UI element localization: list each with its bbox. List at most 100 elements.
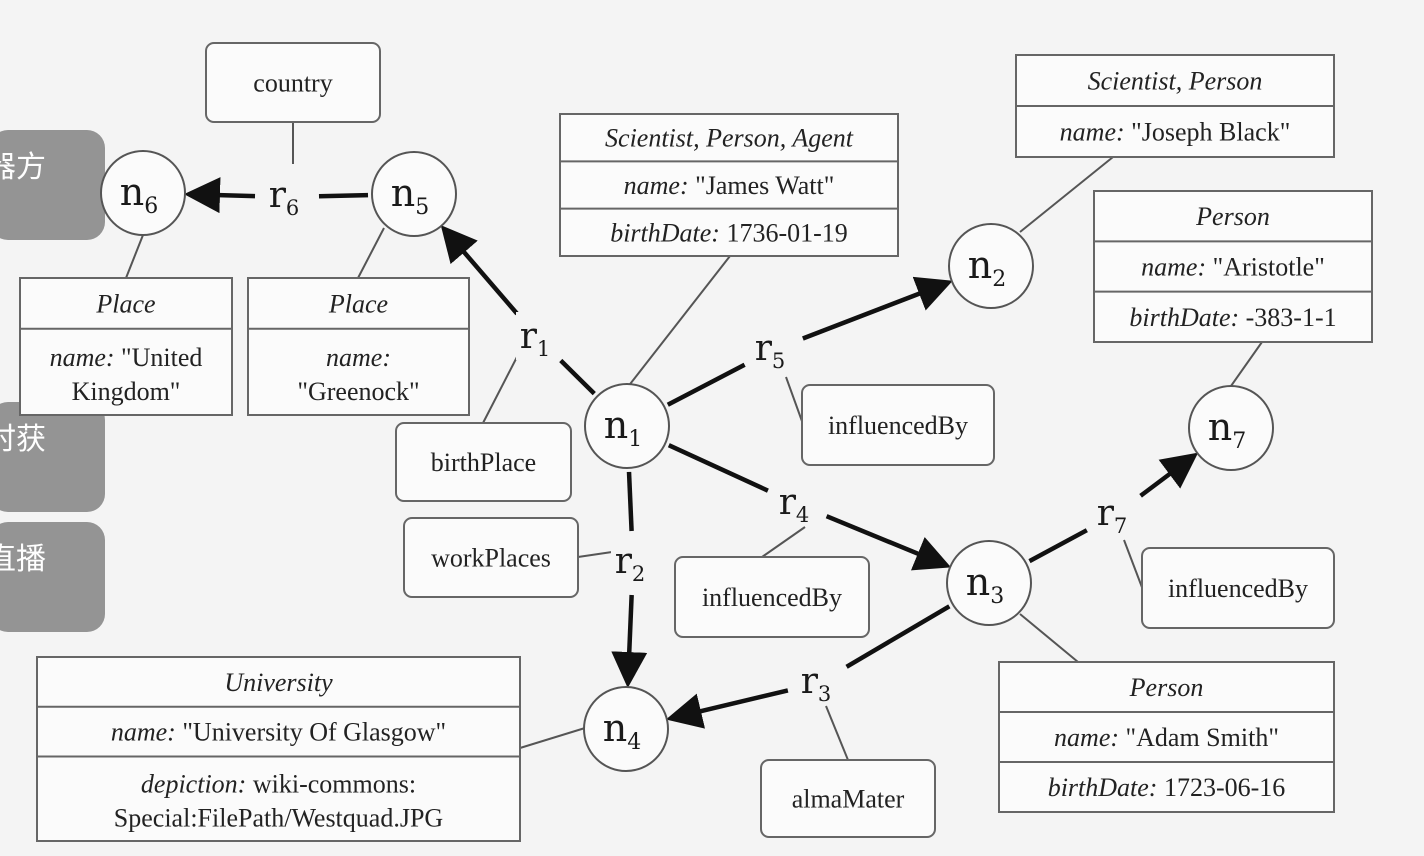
box-row-n1-2: birthDate: 1736-01-19 bbox=[610, 218, 848, 247]
node-label-n5: n5 bbox=[391, 171, 429, 220]
relation-r3: r3 bbox=[797, 657, 841, 706]
edge-r3-n4 bbox=[665, 688, 789, 729]
node-n5: n5 bbox=[371, 151, 457, 237]
edge-r7-n7 bbox=[1139, 452, 1199, 498]
box-value: "Adam Smith" bbox=[1119, 723, 1279, 752]
relation-r5: r5 bbox=[751, 324, 795, 373]
box-value: "James Watt" bbox=[689, 171, 835, 200]
relation-label-r6: r6 bbox=[269, 175, 300, 220]
attribute-box-n4: University name: "University Of Glasgow" d… bbox=[36, 656, 521, 842]
relation-type-box-r7: influencedBy bbox=[1141, 547, 1335, 629]
node-label-n2: n2 bbox=[968, 243, 1006, 292]
box-row-n4-2: depiction: wiki-commons: bbox=[141, 770, 416, 799]
node-n1: n1 bbox=[584, 383, 670, 469]
box-row-n7-2: birthDate: -383-1-1 bbox=[1129, 303, 1336, 332]
node-label-n4: n4 bbox=[603, 706, 641, 755]
box-type-n1: Scientist, Person, Agent bbox=[605, 124, 854, 153]
relation-label-r4: r4 bbox=[779, 482, 810, 527]
relation-type-r3: almaMater bbox=[792, 785, 905, 814]
relation-type-box-r2: workPlaces bbox=[403, 517, 579, 598]
edge-n1-r2 bbox=[626, 471, 634, 532]
attribute-box-n2: Scientist, Person name: "Joseph Black" bbox=[1015, 54, 1335, 158]
node-n4: n4 bbox=[583, 686, 669, 772]
overlay-button-1[interactable]: 器方 bbox=[0, 130, 105, 240]
box-value: wiki-commons: bbox=[246, 770, 416, 799]
box-row-n6-1-cont: Kingdom" bbox=[72, 377, 181, 406]
box-key: name: bbox=[326, 343, 391, 372]
edge-n5-r6 bbox=[318, 192, 369, 199]
box-value: "University Of Glasgow" bbox=[176, 718, 446, 747]
overlay-button-3[interactable]: 直播 bbox=[0, 522, 105, 632]
relation-type-r2: workPlaces bbox=[431, 544, 551, 573]
relation-r4: r4 bbox=[775, 478, 819, 527]
box-row-n1-1: name: "James Watt" bbox=[624, 171, 835, 200]
box-key: name: bbox=[1060, 118, 1125, 147]
node-n7: n7 bbox=[1188, 385, 1274, 471]
box-row-n7-1: name: "Aristotle" bbox=[1141, 253, 1325, 282]
edge-n1-r1 bbox=[559, 358, 596, 396]
connector-7 bbox=[1019, 613, 1079, 663]
box-value: -383-1-1 bbox=[1239, 303, 1336, 332]
relation-r2: r2 bbox=[611, 537, 655, 586]
box-type-n2: Scientist, Person bbox=[1088, 67, 1263, 96]
box-key: birthDate: bbox=[1048, 773, 1158, 802]
edge-r4-n3 bbox=[825, 514, 952, 571]
box-type-n4: University bbox=[224, 668, 333, 697]
node-label-n3: n3 bbox=[966, 560, 1004, 609]
edge-r5-n2 bbox=[802, 276, 953, 341]
relation-label-r5: r5 bbox=[755, 328, 786, 373]
relation-type-box-r3: almaMater bbox=[760, 759, 936, 838]
edge-n1-r5 bbox=[666, 362, 746, 407]
connector-5 bbox=[357, 227, 385, 279]
edge-r2-n4 bbox=[611, 594, 648, 689]
box-key: name: bbox=[111, 718, 176, 747]
box-value: 1723-06-16 bbox=[1157, 773, 1285, 802]
edge-n3-r7 bbox=[1028, 528, 1088, 564]
connector-12 bbox=[761, 526, 806, 558]
box-row-n4-1: name: "University Of Glasgow" bbox=[111, 718, 446, 747]
node-n2: n2 bbox=[948, 223, 1034, 309]
box-row-n6-1: name: "United bbox=[50, 343, 203, 372]
connector-6 bbox=[519, 727, 586, 749]
box-key: name: bbox=[50, 343, 115, 372]
box-value: "Aristotle" bbox=[1206, 253, 1325, 282]
relation-r1: r1 bbox=[516, 312, 560, 361]
box-row-n3-2: birthDate: 1723-06-16 bbox=[1048, 773, 1286, 802]
box-row-n2-1: name: "Joseph Black" bbox=[1060, 118, 1291, 147]
relation-label-r1: r1 bbox=[520, 316, 551, 361]
relation-type-box-r1: birthPlace bbox=[395, 422, 572, 502]
edge-n1-r4 bbox=[667, 443, 769, 493]
box-row-n4-2-cont: Special:FilePath/Westquad.JPG bbox=[114, 804, 443, 833]
connector-10 bbox=[825, 705, 849, 761]
box-type-n5: Place bbox=[328, 289, 388, 318]
box-type-n3: Person bbox=[1129, 673, 1204, 702]
connector-3 bbox=[1230, 341, 1263, 387]
node-label-n1: n1 bbox=[604, 403, 642, 452]
relation-label-r7: r7 bbox=[1097, 493, 1128, 538]
relation-r7: r7 bbox=[1093, 489, 1137, 538]
relation-type-box-r4: influencedBy bbox=[674, 556, 870, 638]
relation-r6: r6 bbox=[265, 171, 309, 220]
relation-label-r3: r3 bbox=[801, 661, 832, 706]
box-key: name: bbox=[1141, 253, 1206, 282]
connector-14 bbox=[1123, 539, 1144, 591]
relation-type-r7: influencedBy bbox=[1168, 574, 1308, 603]
overlay-button-3-label: 直播 bbox=[0, 542, 46, 577]
attribute-box-n7: Person name: "Aristotle" birthDate: -383-1… bbox=[1093, 190, 1373, 343]
box-key: name: bbox=[624, 171, 689, 200]
box-row-n5-1: name: bbox=[326, 343, 391, 372]
box-row-n5-1-cont: "Greenock" bbox=[297, 377, 419, 406]
connector-1 bbox=[626, 255, 731, 389]
connector-2 bbox=[1019, 156, 1114, 233]
box-key: birthDate: bbox=[610, 218, 720, 247]
relation-type-r6: country bbox=[253, 69, 332, 98]
box-type-n7: Person bbox=[1195, 202, 1270, 231]
relation-type-r5: influencedBy bbox=[828, 411, 968, 440]
overlay-button-2[interactable]: 时获 bbox=[0, 402, 105, 512]
connector-9 bbox=[577, 551, 613, 558]
attribute-box-n5: Place name: "Greenock" bbox=[247, 277, 470, 416]
edge-r6-n6 bbox=[183, 177, 256, 214]
box-key: depiction: bbox=[141, 770, 246, 799]
